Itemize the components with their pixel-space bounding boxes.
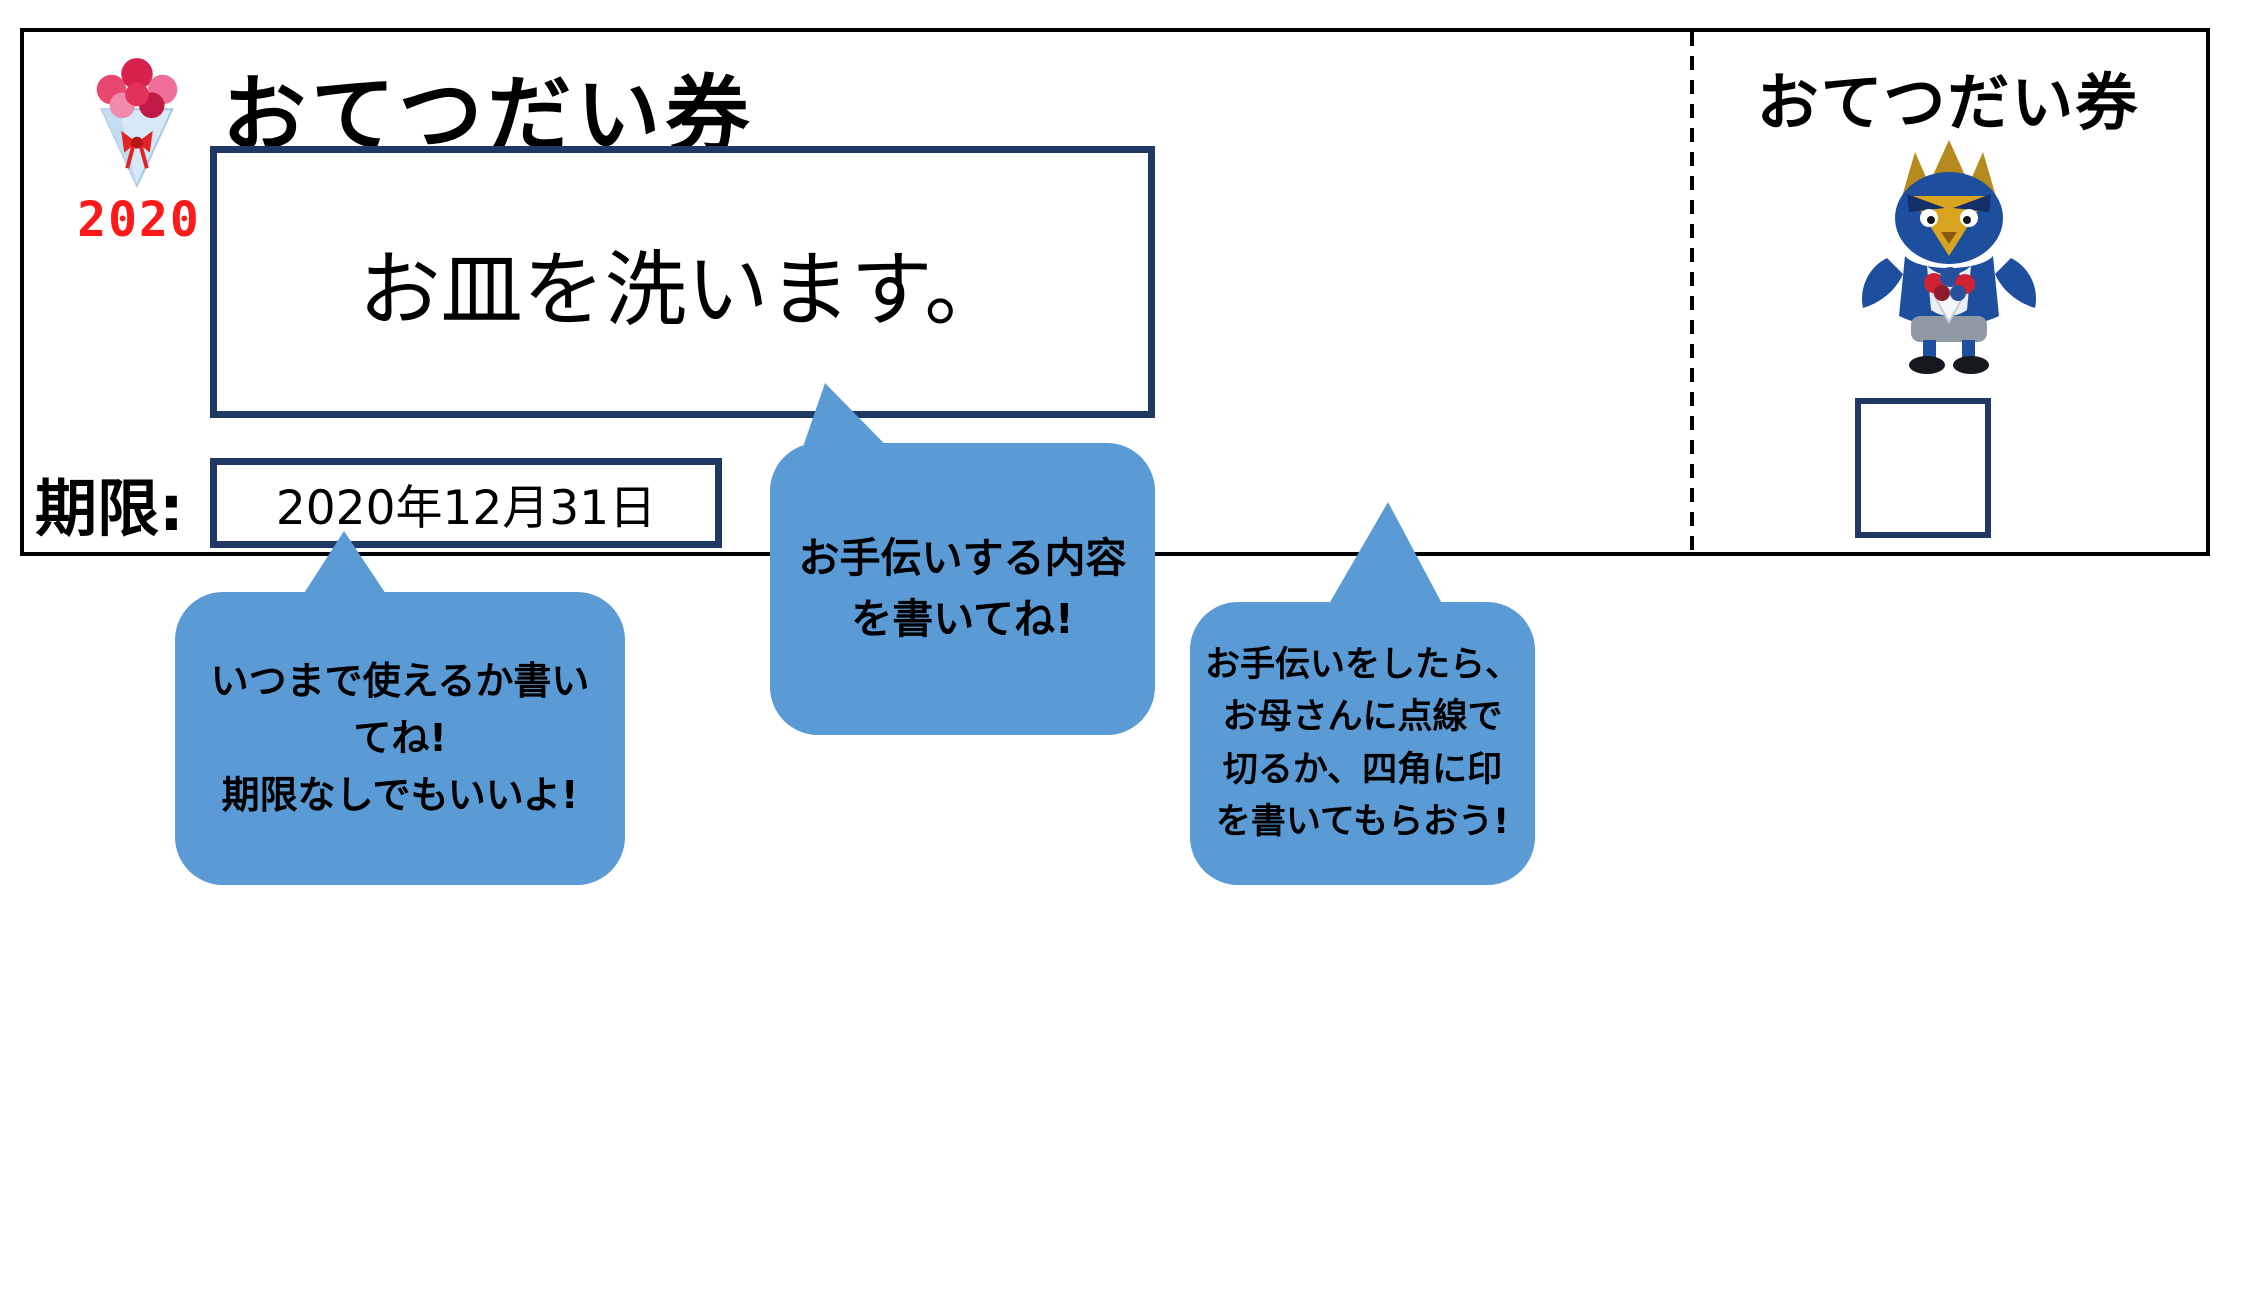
deadline-hint-bubble: いつまで使えるか書い てね! 期限なしでもいいよ! <box>175 592 625 885</box>
year-label: 2020 <box>77 192 201 248</box>
task-hint-bubble: お手伝いする内容 を書いてね! <box>770 443 1155 735</box>
deadline-hint-text: いつまで使えるか書い てね! 期限なしでもいいよ! <box>210 659 590 817</box>
task-text: お皿を洗います。 <box>358 242 1007 338</box>
stub-title: おてつだい券 <box>1756 66 2140 139</box>
deadline-input-box[interactable]: 2020年12月31日 <box>210 458 722 548</box>
task-input-box[interactable]: お皿を洗います。 <box>210 146 1155 418</box>
task-hint-text: お手伝いする内容 を書いてね! <box>798 533 1127 644</box>
deadline-label: 期限: <box>35 472 184 545</box>
stamp-check-box[interactable] <box>1855 398 1991 538</box>
stamp-hint-text: お手伝いをしたら、 お母さんに点線で 切るか、四角に印 を書いてもらおう! <box>1204 644 1520 843</box>
mascot-icon <box>1862 140 2036 374</box>
perforation-dashed-line <box>1690 32 1694 552</box>
bouquet-icon <box>96 58 178 189</box>
stamp-hint-bubble: お手伝いをしたら、 お母さんに点線で 切るか、四角に印 を書いてもらおう! <box>1190 602 1535 885</box>
deadline-value: 2020年12月31日 <box>275 480 657 536</box>
